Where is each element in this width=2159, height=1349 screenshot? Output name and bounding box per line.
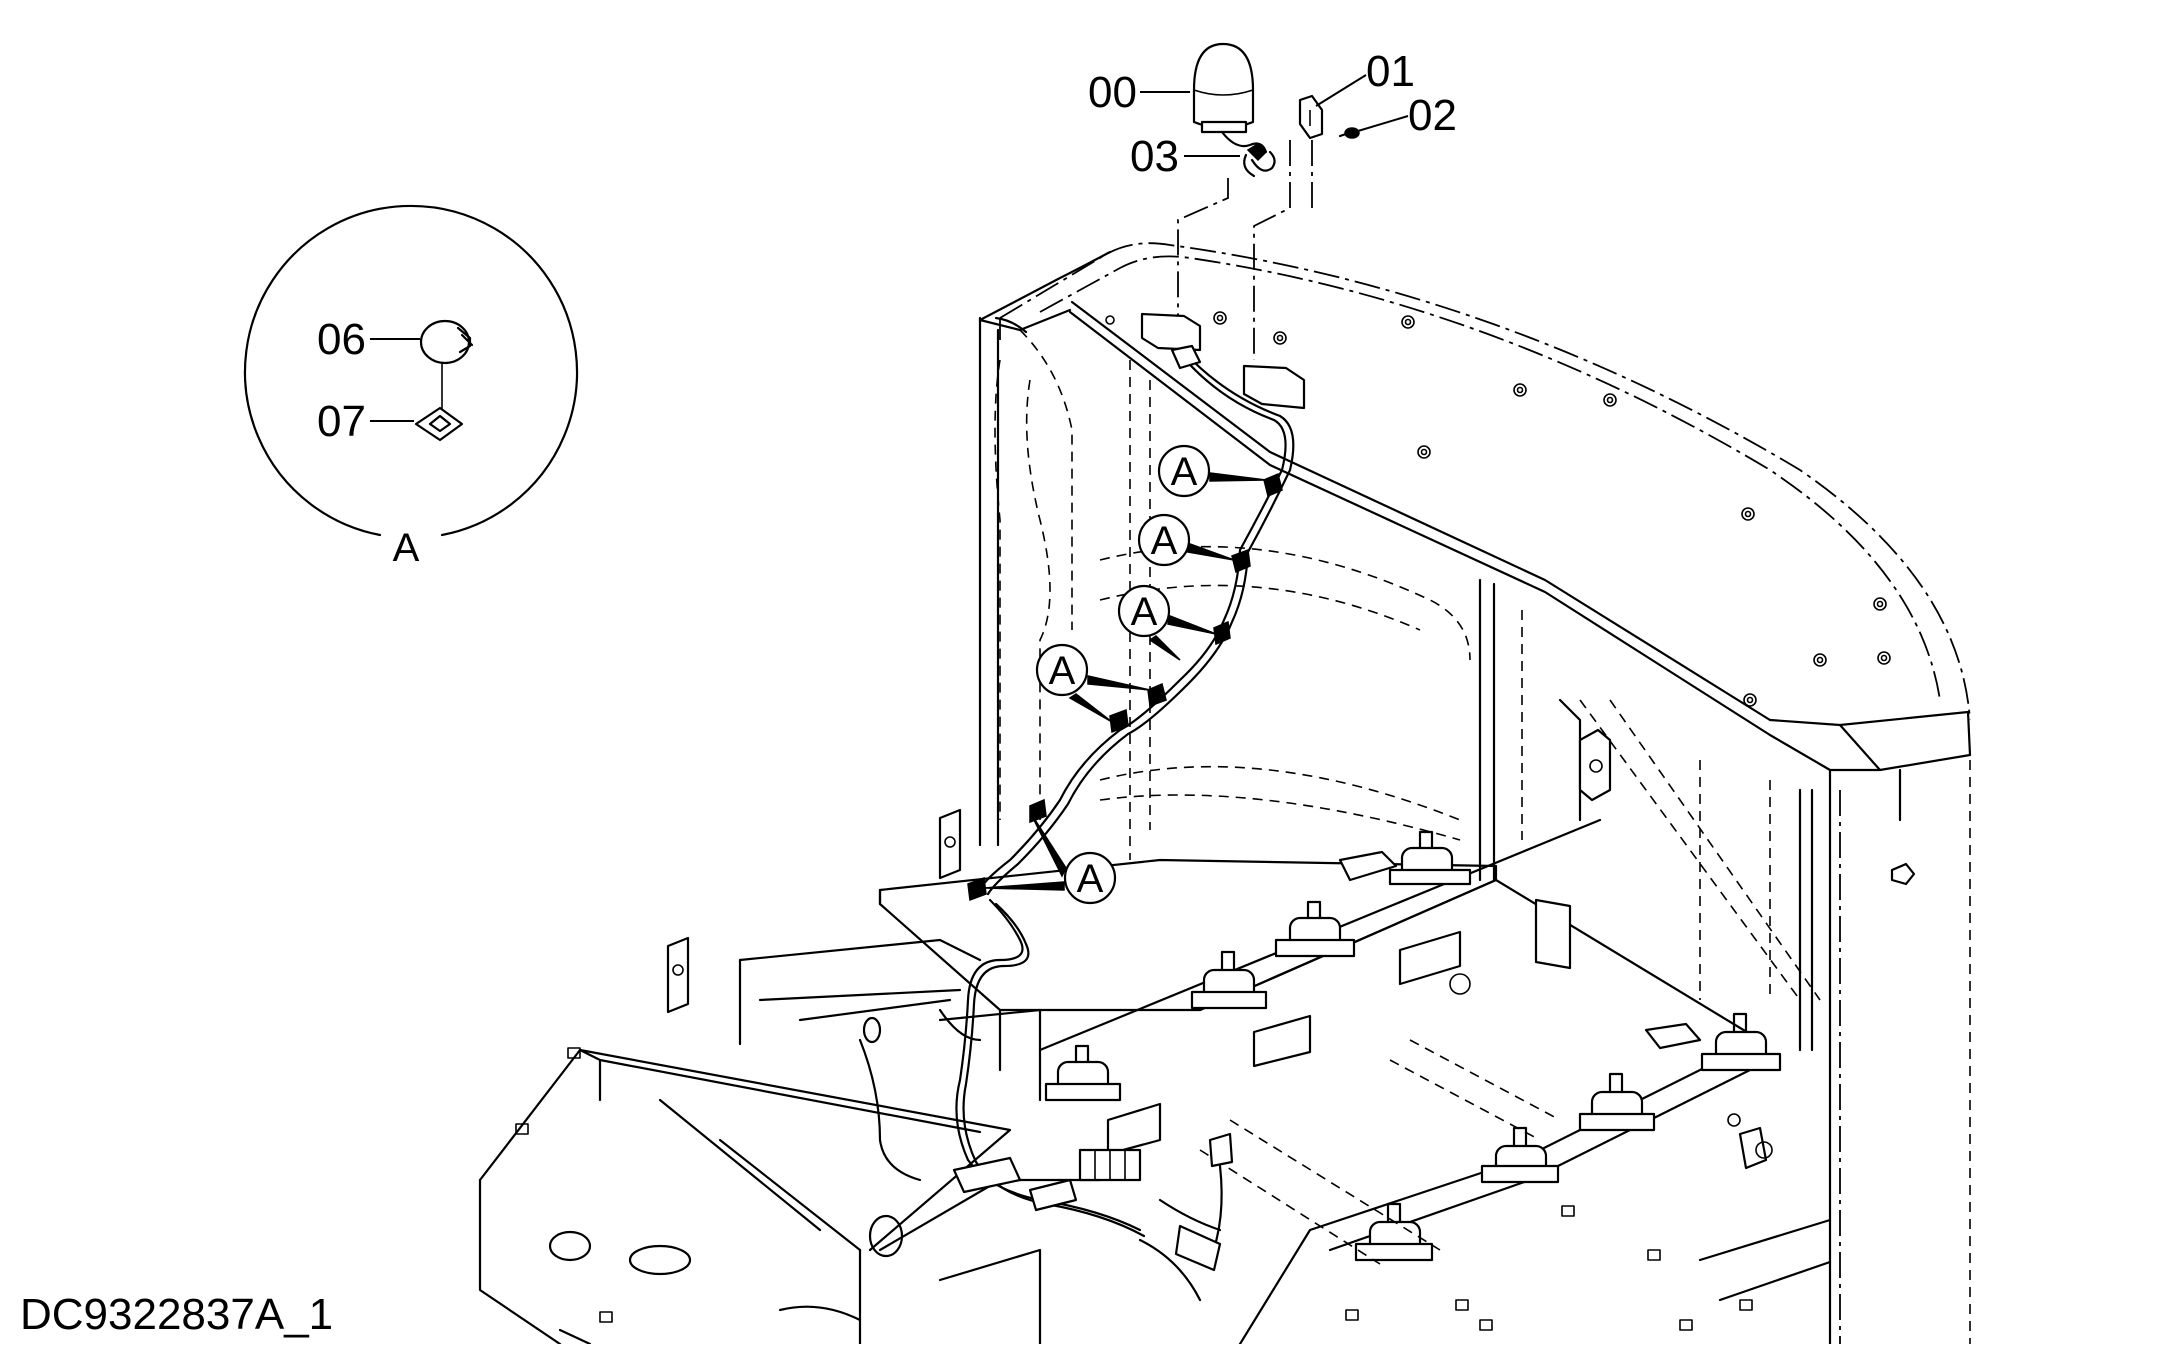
svg-text:A: A <box>1049 649 1076 693</box>
clip-marker-3: A <box>1117 584 1217 661</box>
harness-clips <box>967 472 1283 902</box>
svg-text:A: A <box>1131 590 1158 634</box>
callout-00: 00 <box>1088 68 1137 117</box>
callout-02: 02 <box>1408 91 1457 140</box>
document-id: DC9322837A_1 <box>20 1290 333 1339</box>
beacon-assembly: 00 01 02 03 <box>1088 42 1457 360</box>
detail-view-a: A 06 07 <box>243 204 579 570</box>
clip-marker-1: A <box>1157 444 1267 498</box>
floor-structure <box>478 808 1832 1346</box>
clip-marker-5: A <box>983 811 1117 905</box>
clip-marker-4: A <box>1035 643 1151 723</box>
detail-view-label: A <box>393 526 420 570</box>
callout-01: 01 <box>1366 47 1415 96</box>
wiring-harness <box>858 344 1295 1238</box>
clip-marker-2: A <box>1137 513 1235 567</box>
cable-tie-part <box>419 319 474 410</box>
tie-mount-part <box>414 406 464 442</box>
clip-markers: A A A A A <box>983 444 1267 905</box>
callout-03: 03 <box>1130 132 1179 181</box>
bolt-part <box>1338 127 1360 139</box>
frame-nuts <box>515 1047 1753 1331</box>
svg-text:A: A <box>1077 857 1104 901</box>
svg-text:A: A <box>1151 519 1178 563</box>
callout-06: 06 <box>317 315 366 364</box>
callout-07: 07 <box>317 397 366 446</box>
isolator-mounts <box>1044 830 1782 1262</box>
roof-bolts <box>1105 311 1891 707</box>
svg-text:A: A <box>1171 450 1198 494</box>
cab-frame <box>978 242 1972 1346</box>
